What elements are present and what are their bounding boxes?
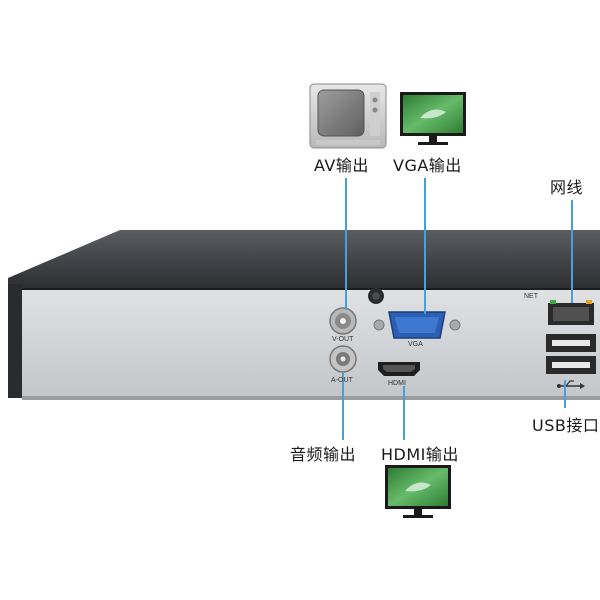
hdmi-panel-label: HDMI xyxy=(388,380,406,387)
crt-tv-icon xyxy=(309,83,387,149)
vga-out-label: VGA输出 xyxy=(393,156,462,175)
vga-monitor-icon xyxy=(400,92,466,145)
network-label: 网线 xyxy=(550,178,584,197)
vga-panel-label: VGA xyxy=(408,341,423,348)
aout-label: A-OUT xyxy=(331,377,353,384)
audio-out-label: 音频输出 xyxy=(290,445,357,464)
hdmi-port xyxy=(378,362,420,376)
connector-lines xyxy=(342,178,573,440)
aout-rca-port xyxy=(329,345,357,373)
dvr-chassis xyxy=(8,230,600,400)
hdmi-monitor-icon xyxy=(385,465,451,518)
net-port xyxy=(548,300,594,325)
hdmi-out-label: HDMI输出 xyxy=(381,445,459,464)
usb-ports xyxy=(546,334,596,374)
usb-label: USB接口 xyxy=(532,416,600,435)
av-out-label: AV输出 xyxy=(314,156,369,175)
net-panel-label: NET xyxy=(524,293,538,300)
vout-label: V-OUT xyxy=(332,336,354,343)
vga-port xyxy=(373,311,461,339)
usb-icon xyxy=(557,380,585,389)
vout-bnc-port xyxy=(329,307,357,335)
